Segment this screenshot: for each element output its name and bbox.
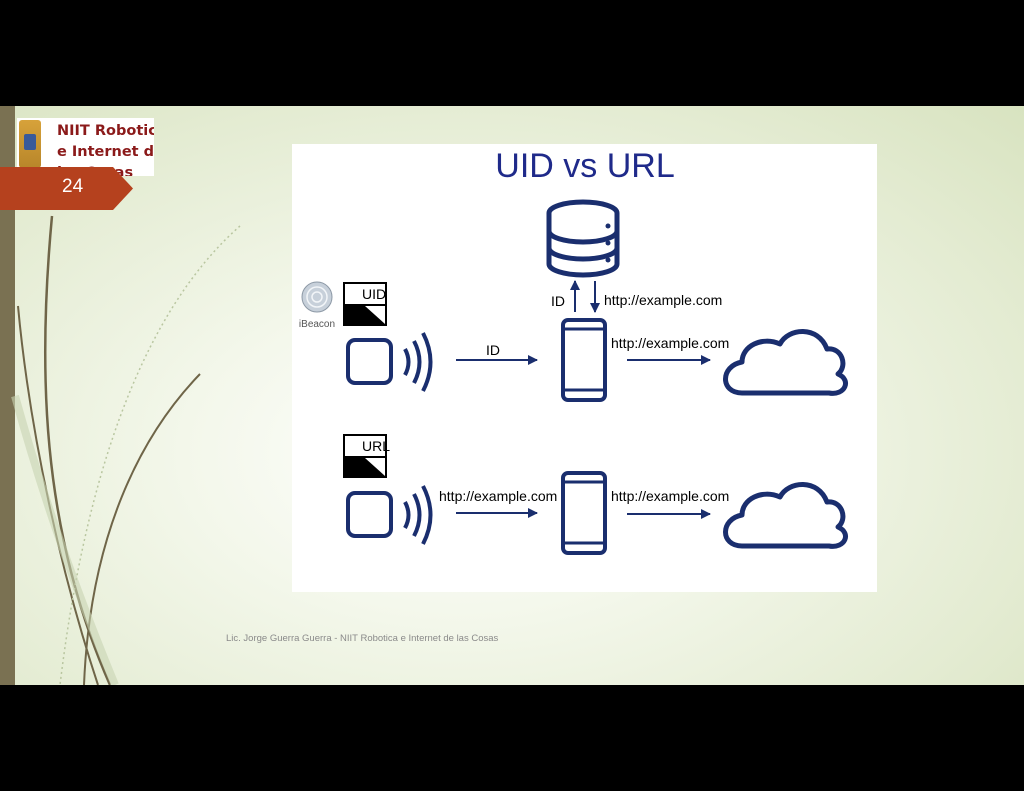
beacon-icon-row1 xyxy=(346,338,393,385)
slide-footer: Lic. Jorge Guerra Guerra - NIIT Robotica… xyxy=(226,633,499,644)
signal-waves-icon-row1 xyxy=(403,332,433,392)
label-db-url: http://example.com xyxy=(604,292,722,308)
label-id-up: ID xyxy=(551,293,565,309)
label-url-row1: http://example.com xyxy=(611,335,729,351)
uid-badge-label: UID xyxy=(362,286,386,302)
ibeacon-label: iBeacon xyxy=(299,319,335,330)
label-id-row1: ID xyxy=(486,342,500,358)
url-badge: URL xyxy=(343,434,390,478)
uid-badge: UID xyxy=(343,282,387,326)
figure-title: UID vs URL xyxy=(495,147,674,185)
ibeacon-logo: iBeacon xyxy=(299,281,335,330)
slide-number: 24 xyxy=(62,176,84,197)
crest-icon xyxy=(19,120,41,168)
decorative-swooshes xyxy=(11,215,241,685)
slide-number-tab xyxy=(0,167,133,210)
phone-icon-row1 xyxy=(561,318,607,402)
cloud-icon-row1 xyxy=(723,329,848,396)
label-url-beacon-row2: http://example.com xyxy=(439,488,557,504)
phone-icon-row2 xyxy=(561,471,607,555)
niit-logo: NIIT Robotica e Internet de las Cosas xyxy=(17,118,154,176)
url-badge-label: URL xyxy=(362,438,390,454)
beacon-icon-row2 xyxy=(346,491,393,538)
cloud-icon-row2 xyxy=(723,482,848,549)
slide: NIIT Robotica e Internet de las Cosas 24… xyxy=(0,106,1024,685)
left-bar xyxy=(0,106,15,685)
signal-waves-icon-row2 xyxy=(403,485,433,545)
label-url-row2: http://example.com xyxy=(611,488,729,504)
database-icon xyxy=(546,199,620,278)
uid-vs-url-figure: UID vs URL ID http://example.com xyxy=(292,144,877,592)
